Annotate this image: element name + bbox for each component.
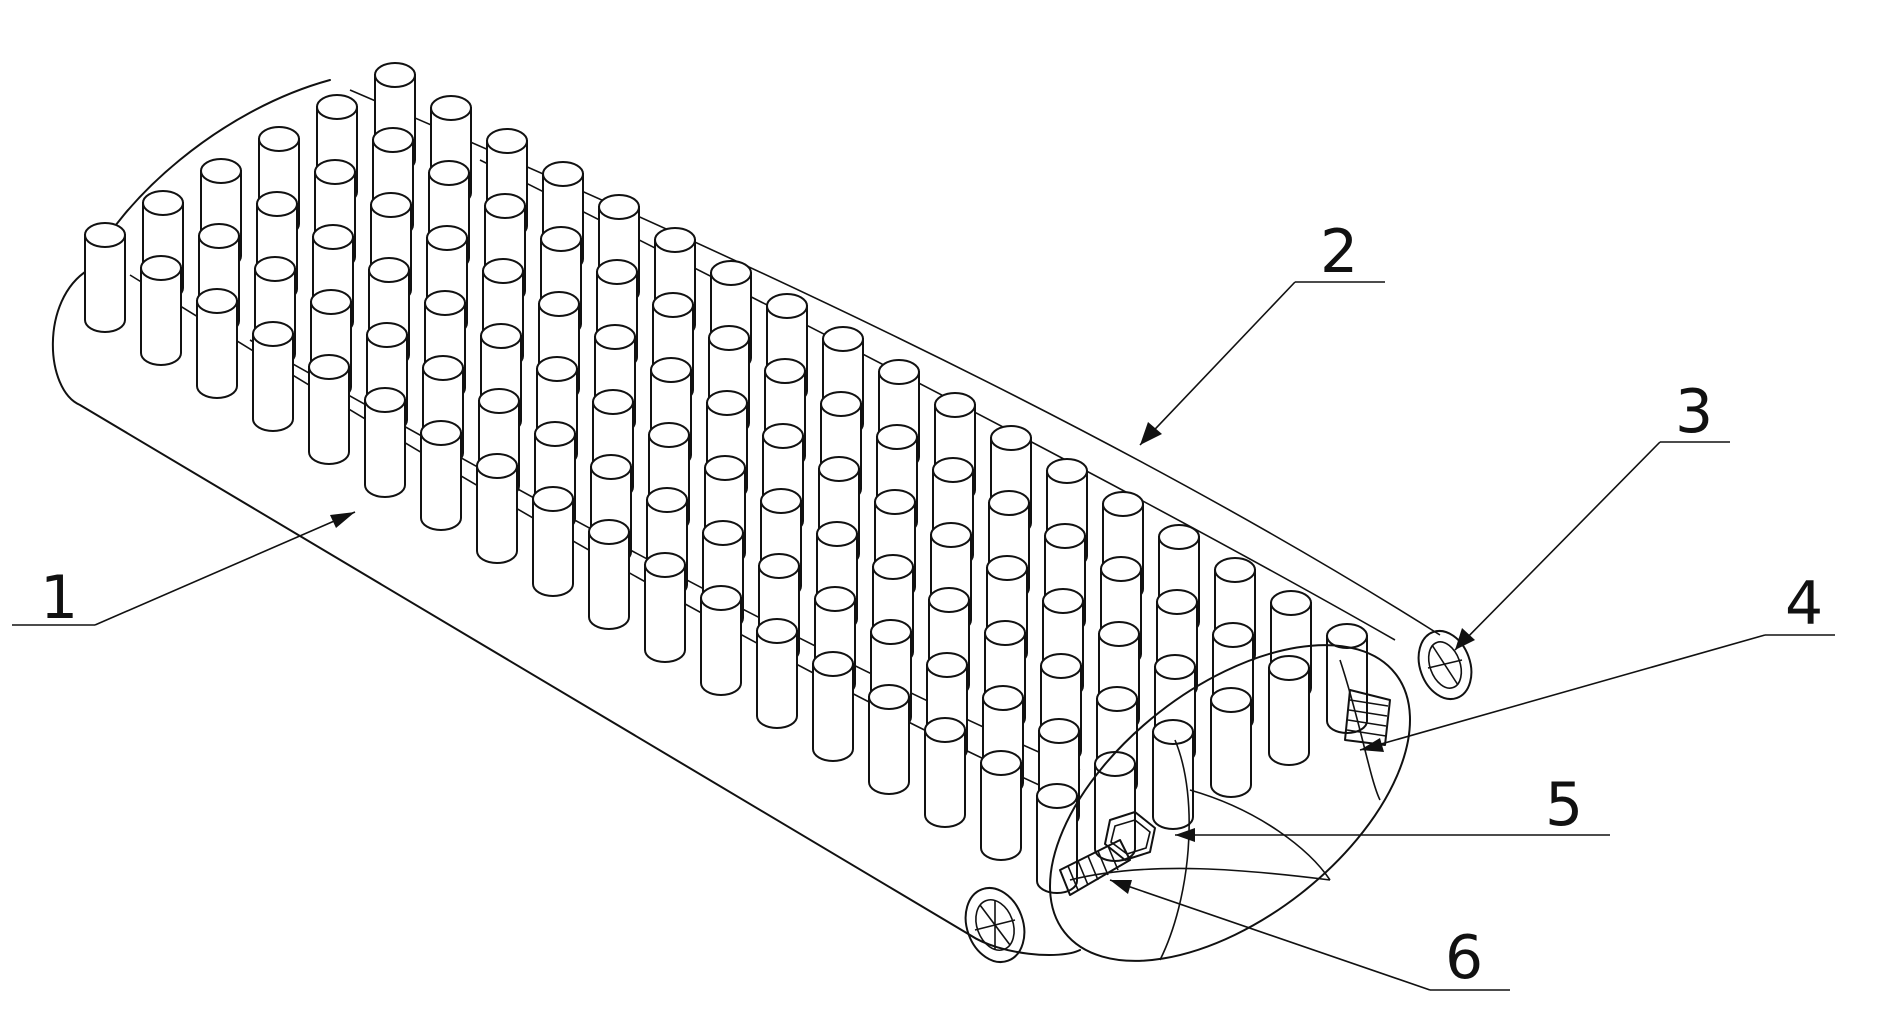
pin <box>196 288 238 399</box>
pin-array <box>84 62 1368 894</box>
handwheel-rear <box>1417 630 1473 700</box>
pin <box>140 255 182 366</box>
pin <box>588 519 630 630</box>
pin <box>1268 655 1310 766</box>
handwheel-front <box>964 887 1026 963</box>
threaded-bolt <box>1059 839 1131 896</box>
pin <box>84 222 126 333</box>
label-5: 5 <box>1545 770 1583 840</box>
pin <box>476 453 518 564</box>
pin <box>420 420 462 531</box>
pin <box>308 354 350 465</box>
pin <box>644 552 686 663</box>
label-4: 4 <box>1785 569 1823 639</box>
label-6: 6 <box>1445 923 1483 993</box>
label-1: 1 <box>40 563 78 633</box>
pin <box>756 618 798 729</box>
leader-lines <box>12 281 1835 991</box>
pin <box>812 651 854 762</box>
pin <box>1152 719 1194 830</box>
pin <box>1036 783 1078 894</box>
end-cap <box>1049 644 1411 962</box>
pin <box>868 684 910 795</box>
pin <box>980 750 1022 861</box>
label-3: 3 <box>1675 377 1713 447</box>
pin <box>532 486 574 597</box>
hex-nut <box>1104 811 1156 861</box>
pin <box>1210 687 1252 798</box>
pin <box>252 321 294 432</box>
threaded-insert <box>1344 689 1391 746</box>
pin <box>364 387 406 498</box>
label-2: 2 <box>1320 217 1358 287</box>
pin <box>700 585 742 696</box>
pin <box>924 717 966 828</box>
